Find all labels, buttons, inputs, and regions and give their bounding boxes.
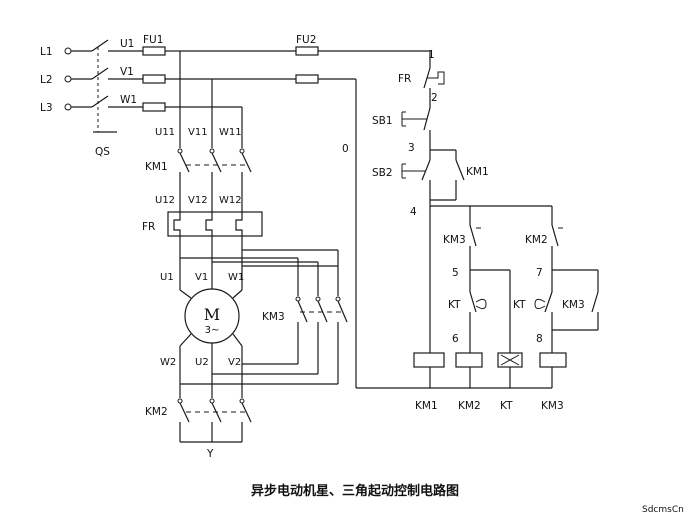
motor-phase-label: 3~ [205,325,220,336]
km1-hold-label: KM1 [466,166,489,178]
l1-label: L1 [40,46,53,58]
v1-phase-label: V1 [120,66,134,78]
u11-label: U11 [155,127,175,138]
sb2-label: SB2 [372,167,393,179]
km1-coil [413,352,445,368]
km3-coil-label: KM3 [541,400,564,412]
motor-v1-label: V1 [195,272,208,283]
node-1-label: 1 [428,49,435,61]
fu1-label: FU1 [143,34,163,46]
km2-nc-label: KM2 [525,234,548,246]
power-circuit [167,51,348,443]
fu2-fuse-1 [295,46,319,56]
kt-no-label: KT [513,299,526,311]
w12-label: W12 [219,195,242,206]
fu2-fuse-2 [295,74,319,84]
l3-label: L3 [40,102,53,114]
motor-v2-label: V2 [228,357,241,368]
star-point-label: Y [206,448,214,460]
sb1-label: SB1 [372,115,393,127]
diagram-caption: 异步电动机星、三角起动控制电路图 [251,483,459,499]
fr-power-label: FR [142,221,155,233]
km3-power-label: KM3 [262,311,285,323]
supply-terminals [64,39,143,133]
km2-power-label: KM2 [145,406,168,418]
node-8-label: 8 [536,333,543,345]
node-6-label: 6 [452,333,459,345]
fu1-fuses [142,46,242,112]
node-3-label: 3 [408,142,415,154]
motor-u1-label: U1 [160,272,174,283]
motor-w2-label: W2 [160,357,176,368]
km3-nc-label: KM3 [443,234,466,246]
control-circuit [401,51,599,388]
node-5-label: 5 [452,267,459,279]
qs-label: QS [95,146,110,158]
km1-coil-label: KM1 [415,400,438,412]
v12-label: V12 [188,195,208,206]
km3-hold-label: KM3 [562,299,585,311]
km1-power-label: KM1 [145,161,168,173]
motor-u2-label: U2 [195,357,209,368]
node-4-label: 4 [410,206,417,218]
km3-coil [539,352,567,368]
watermark: SdcmsCn [642,505,684,515]
fu2-label: FU2 [296,34,316,46]
node-2-label: 2 [431,92,438,104]
l2-label: L2 [40,74,53,86]
u1-phase-label: U1 [120,38,134,50]
kt-nc-label: KT [448,299,461,311]
fr-control-label: FR [398,73,411,85]
motor-m-label: M [204,305,220,324]
kt-coil-label: KT [500,400,513,412]
v11-label: V11 [188,127,208,138]
km2-coil-label: KM2 [458,400,481,412]
node-7-label: 7 [536,267,543,279]
w11-label: W11 [219,127,242,138]
node-0-label: 0 [342,143,349,155]
km2-coil [455,352,483,368]
w1-phase-label: W1 [120,94,137,106]
motor-w1-label: W1 [228,272,244,283]
u12-label: U12 [155,195,175,206]
